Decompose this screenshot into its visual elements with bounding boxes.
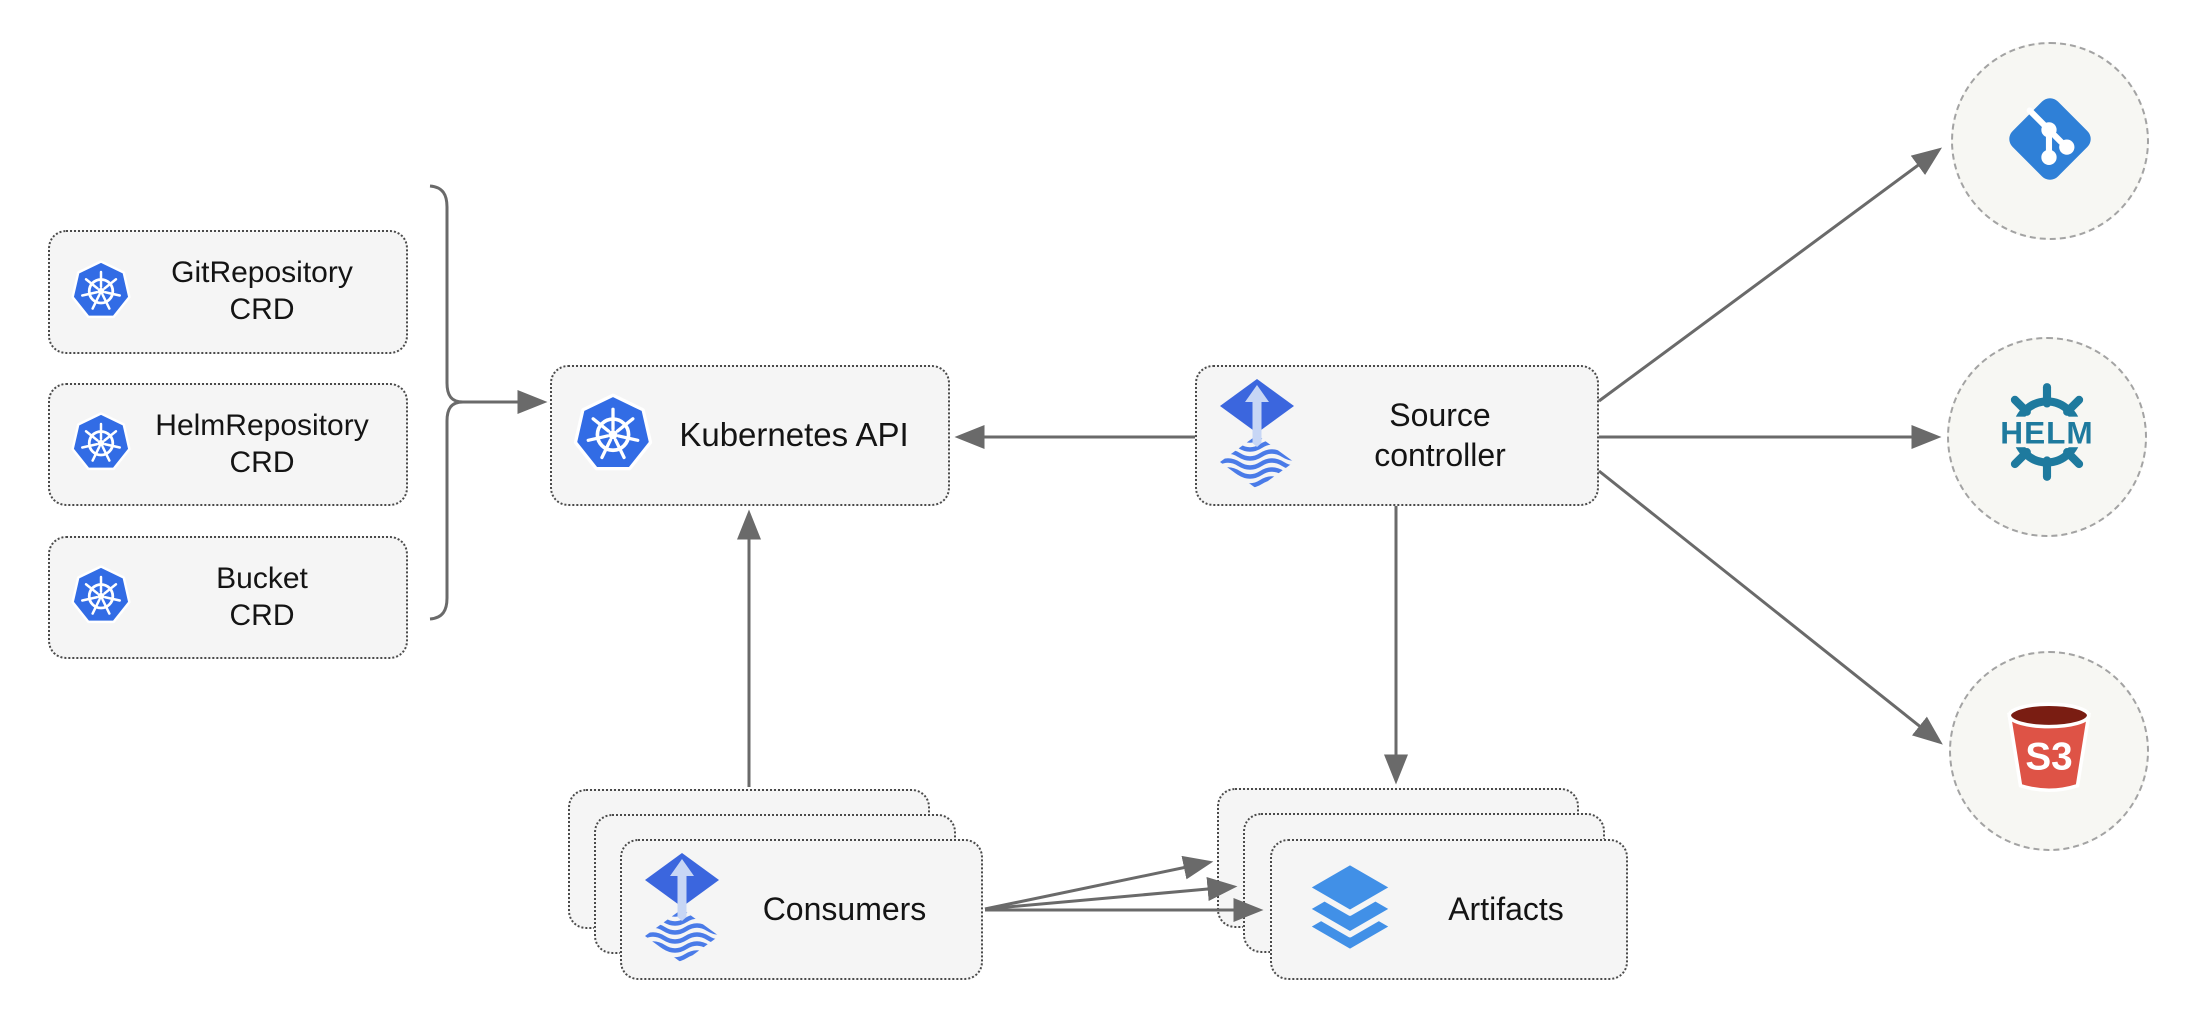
node-artifacts: Artifacts (1270, 839, 1628, 980)
kubernetes-icon (70, 564, 132, 631)
helm-icon: HELM (1991, 379, 2103, 496)
node-label: Source controller (1374, 397, 1506, 473)
node-label: HelmRepository CRD (155, 408, 369, 479)
flux-icon (1217, 377, 1297, 494)
git-icon (1994, 83, 2106, 200)
node-label: Consumers (762, 890, 927, 927)
kubernetes-icon (70, 259, 132, 326)
node-helmrepository-crd: HelmRepository CRD (48, 383, 408, 506)
layers-icon (1300, 858, 1400, 961)
external-helm-repository: HELM (1947, 337, 2147, 537)
arrow-source-to-git (1598, 147, 1943, 403)
flux-icon (642, 851, 722, 968)
arrow-consumers-to-artifacts-1 (984, 855, 1214, 911)
node-consumers: Consumers (620, 839, 983, 980)
crd-group-bracket (429, 184, 464, 621)
node-gitrepository-crd: GitRepository CRD (48, 230, 408, 354)
node-kubernetes-api: Kubernetes API (550, 365, 950, 506)
s3-icon: S3 (1993, 693, 2105, 810)
node-bucket-crd: Bucket CRD (48, 536, 408, 659)
kubernetes-icon (572, 392, 654, 479)
node-label: Kubernetes API (679, 416, 909, 454)
arrow-source-to-s3 (1598, 469, 1943, 745)
helm-wordmark: HELM (2000, 414, 2093, 450)
external-s3-bucket: S3 (1949, 651, 2149, 851)
arrow-consumers-to-artifacts-2 (984, 877, 1238, 911)
node-label: GitRepository CRD (171, 256, 353, 326)
node-label: Artifacts (1448, 890, 1564, 927)
kubernetes-icon (70, 411, 132, 478)
node-source-controller: Source controller (1195, 365, 1599, 506)
external-git-repository (1951, 42, 2149, 240)
s3-wordmark: S3 (2025, 735, 2072, 778)
node-label: Bucket CRD (216, 561, 308, 632)
